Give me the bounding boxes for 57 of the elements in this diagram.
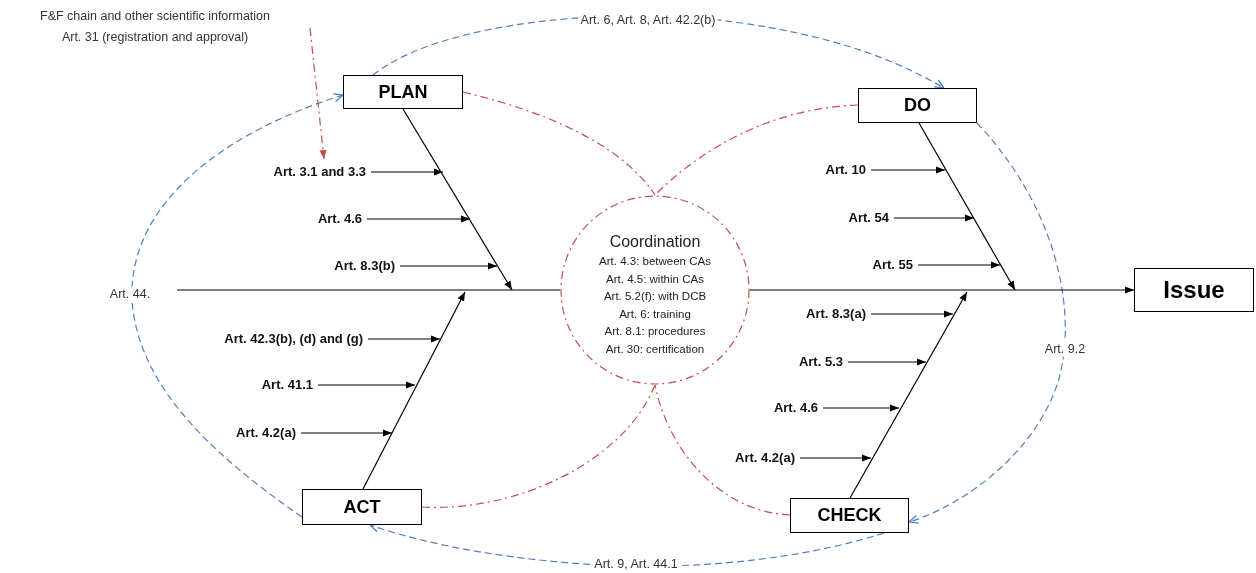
bone-arrow [362, 291, 466, 490]
bone-arrow [849, 291, 968, 499]
phase-box: Issue [1134, 268, 1254, 312]
circle-text: Art. 30: certification [605, 341, 705, 357]
dashed-arrow [908, 122, 1066, 524]
circle-heading: Coordination [609, 232, 701, 252]
dash-dot-line [462, 91, 656, 196]
arrow [366, 215, 471, 223]
dash-dot-line [654, 104, 859, 196]
arrow [799, 454, 872, 462]
phase-box: ACT [302, 489, 422, 525]
spine-line [176, 289, 561, 291]
phase-box: CHECK [790, 498, 909, 533]
arrow [870, 310, 954, 318]
article-label: Art. 4.2(a) [735, 450, 795, 466]
arrow [367, 335, 441, 343]
article-label: Art. 8.3(b) [334, 258, 395, 274]
edge-label: Art. 9, Art. 44.1 [592, 556, 680, 572]
dashed-arrow [131, 93, 344, 518]
phase-box: DO [858, 88, 977, 123]
arrow [917, 261, 1001, 269]
article-label: Art. 41.1 [261, 377, 313, 393]
article-label: Art. 54 [848, 210, 889, 226]
bone-arrow [402, 108, 513, 291]
circle-text: Art. 5.2(f): with DCB [603, 289, 707, 304]
arrow [847, 358, 927, 366]
arrow [893, 214, 975, 222]
phase-box: PLAN [343, 75, 463, 109]
note-text: F&F chain and other scientific information [40, 8, 270, 25]
circle-text: Art. 8.1: procedures [604, 324, 706, 339]
article-label: Art. 10 [825, 162, 866, 178]
note-text: Art. 31 (registration and approval) [61, 29, 249, 46]
article-label: Art. 4.6 [317, 211, 362, 227]
edge-label: Art. 44. [107, 286, 153, 302]
arrow [870, 166, 946, 174]
arrow [822, 404, 900, 412]
dash-dot-line [421, 384, 656, 508]
dash-dot-line [654, 384, 791, 516]
circle-text: Art. 4.5: within CAs [606, 271, 704, 287]
arrow [399, 262, 498, 270]
article-label: Art. 5.3 [798, 354, 843, 370]
article-label: Art. 3.1 and 3.3 [273, 164, 366, 180]
article-label: Art. 4.2(a) [236, 425, 296, 441]
edge-label: Art. 9.2 [1042, 341, 1088, 357]
arrow [300, 429, 393, 437]
article-label: Art. 55 [872, 257, 913, 273]
edge-label: Art. 6, Art. 8, Art. 42.2(b) [578, 12, 718, 28]
spine-arrow [749, 286, 1135, 294]
dash-dot-arrow [309, 27, 327, 160]
bone-arrow [918, 122, 1016, 291]
circle-text: Art. 4.3: between CAs [599, 254, 711, 269]
article-label: Art. 42.3(b), (d) and (g) [224, 331, 363, 347]
article-label: Art. 4.6 [773, 400, 818, 416]
article-label: Art. 8.3(a) [806, 306, 866, 322]
arrow [317, 381, 416, 389]
arrow [370, 168, 444, 176]
circle-text: Art. 6: training [619, 306, 691, 322]
